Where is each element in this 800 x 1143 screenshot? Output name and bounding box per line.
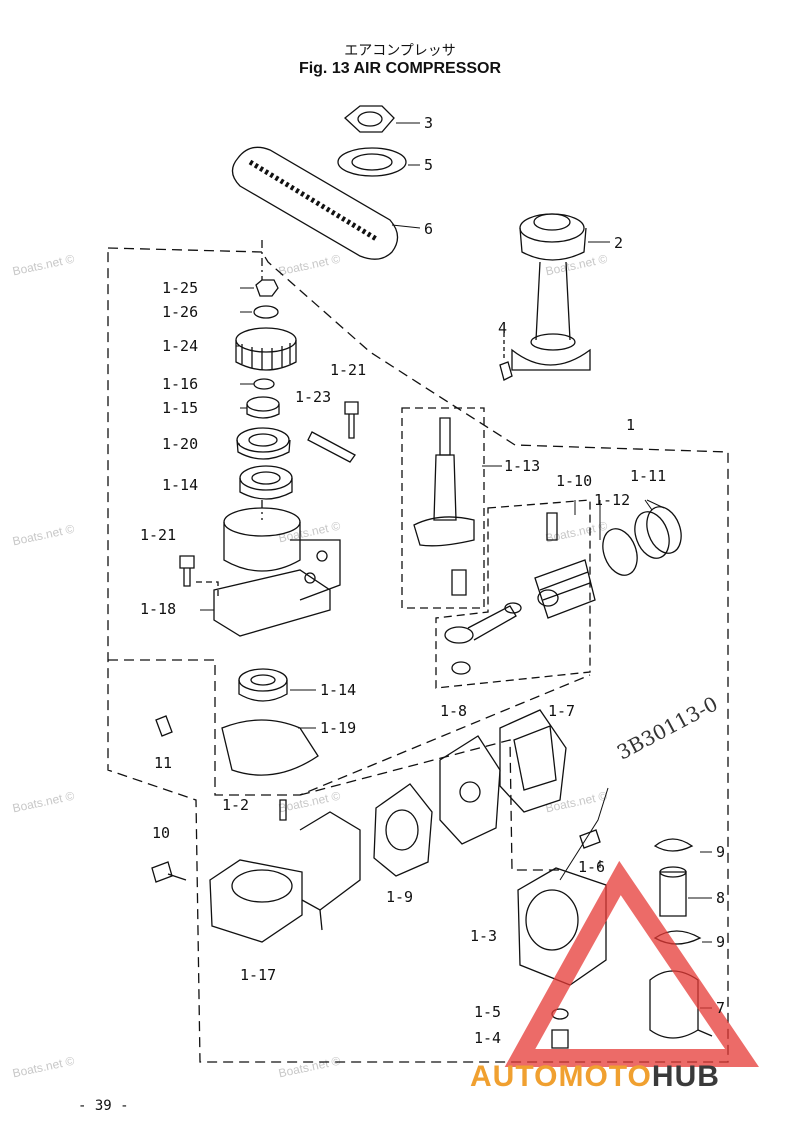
callout-5: 5 <box>424 156 433 174</box>
bolt-1-6 <box>579 829 601 849</box>
callout-1-4: 1-4 <box>474 1029 501 1047</box>
callout-1-11: 1-11 <box>630 467 666 485</box>
crankshaft-1-13 <box>413 417 475 596</box>
hose-8 <box>659 871 687 917</box>
callout-1-6: 1-6 <box>578 858 605 876</box>
callout-1-2: 1-2 <box>222 796 249 814</box>
callout-1-3: 1-3 <box>470 927 497 945</box>
connecting-rod <box>444 602 522 675</box>
callout-8: 8 <box>716 889 725 907</box>
valve-plate-1-8 <box>439 735 501 845</box>
callout-1-15: 1-15 <box>162 399 198 417</box>
subgroup-boundary <box>299 739 560 871</box>
bolt-1-21-upper <box>344 401 359 439</box>
oil-seal-1-20 <box>236 427 291 460</box>
fitting-1-4 <box>551 1029 569 1049</box>
cover-1-3 <box>517 787 609 986</box>
cylinder-head-1-7 <box>499 709 567 813</box>
callout-1-5: 1-5 <box>474 1003 501 1021</box>
callout-1-14-upper: 1-14 <box>162 476 198 494</box>
pulley-2 <box>511 213 591 371</box>
callout-1-13: 1-13 <box>504 457 540 475</box>
cylinder-1-17 <box>209 811 361 943</box>
washer-1-26 <box>253 305 279 319</box>
automotohub-logo: AUTOMOTOHUB <box>470 1060 720 1094</box>
callout-1-14-lower: 1-14 <box>320 681 356 699</box>
callout-3: 3 <box>424 114 433 132</box>
bearing-1-14-lower <box>238 668 288 702</box>
ring-1-11a <box>634 511 670 559</box>
callout-2: 2 <box>614 234 623 252</box>
dowel-1-2 <box>279 799 287 821</box>
gasket-1-9 <box>373 783 433 877</box>
callout-4: 4 <box>498 319 507 337</box>
callout-1-12: 1-12 <box>594 491 630 509</box>
nut-3 <box>344 105 395 133</box>
collar-1-15 <box>246 396 280 419</box>
callout-1-10: 1-10 <box>556 472 592 490</box>
gasket-1-19 <box>221 719 319 776</box>
ring-1-12 <box>602 528 638 576</box>
strap-1-23 <box>307 431 356 463</box>
title-english: Fig. 13 AIR COMPRESSOR <box>298 60 502 77</box>
callout-1-19: 1-19 <box>320 719 356 737</box>
callout-9-lower: 9 <box>716 933 725 951</box>
callout-labels: 3 5 6 2 4 1 1-25 1-26 1-24 1-16 1-15 1-2… <box>140 114 725 1047</box>
callout-11: 11 <box>154 754 172 772</box>
bolt-10 <box>151 861 187 883</box>
ring-1-16 <box>253 378 275 390</box>
subgroup-boundary <box>108 659 591 796</box>
callout-1: 1 <box>626 416 635 434</box>
callout-1-25: 1-25 <box>162 279 198 297</box>
callout-1-24: 1-24 <box>162 337 198 355</box>
washer-5 <box>337 147 407 177</box>
crankshaft-box <box>401 407 485 609</box>
logo-triangle <box>504 860 759 1067</box>
callout-1-16: 1-16 <box>162 375 198 393</box>
callout-1-7: 1-7 <box>548 702 575 720</box>
ring-1-11b <box>646 506 682 554</box>
callout-1-17: 1-17 <box>240 966 276 984</box>
callout-1-26: 1-26 <box>162 303 198 321</box>
logo-part-2: HUB <box>651 1060 720 1093</box>
callout-1-20: 1-20 <box>162 435 198 453</box>
callout-10: 10 <box>152 824 170 842</box>
timing-belt-6 <box>231 146 399 260</box>
title-japanese: エアコンプレッサ <box>344 43 456 59</box>
callout-1-21-lower: 1-21 <box>140 526 176 544</box>
callout-7: 7 <box>716 999 725 1017</box>
callout-1-23: 1-23 <box>295 388 331 406</box>
callout-6: 6 <box>424 220 433 238</box>
crankcase-1-18 <box>213 507 341 637</box>
piston-box <box>435 499 591 689</box>
bolt-1-21-lower <box>179 555 195 587</box>
callout-1-18: 1-18 <box>140 600 176 618</box>
gear-1-24 <box>235 327 297 371</box>
nut-1-25 <box>255 279 279 297</box>
pin-11 <box>155 715 173 737</box>
bearing-1-14-upper <box>239 465 293 500</box>
logo-part-1: AUTOMOTO <box>470 1060 652 1093</box>
piston-1-10 <box>534 512 596 619</box>
key-4 <box>499 361 513 381</box>
page-number: - 39 - <box>78 1098 129 1114</box>
assembly-boundary <box>107 247 729 1063</box>
callout-1-9: 1-9 <box>386 888 413 906</box>
clamp-9-upper <box>653 838 694 852</box>
callout-9-upper: 9 <box>716 843 725 861</box>
callout-1-21-upper: 1-21 <box>330 361 366 379</box>
callout-1-8: 1-8 <box>440 702 467 720</box>
